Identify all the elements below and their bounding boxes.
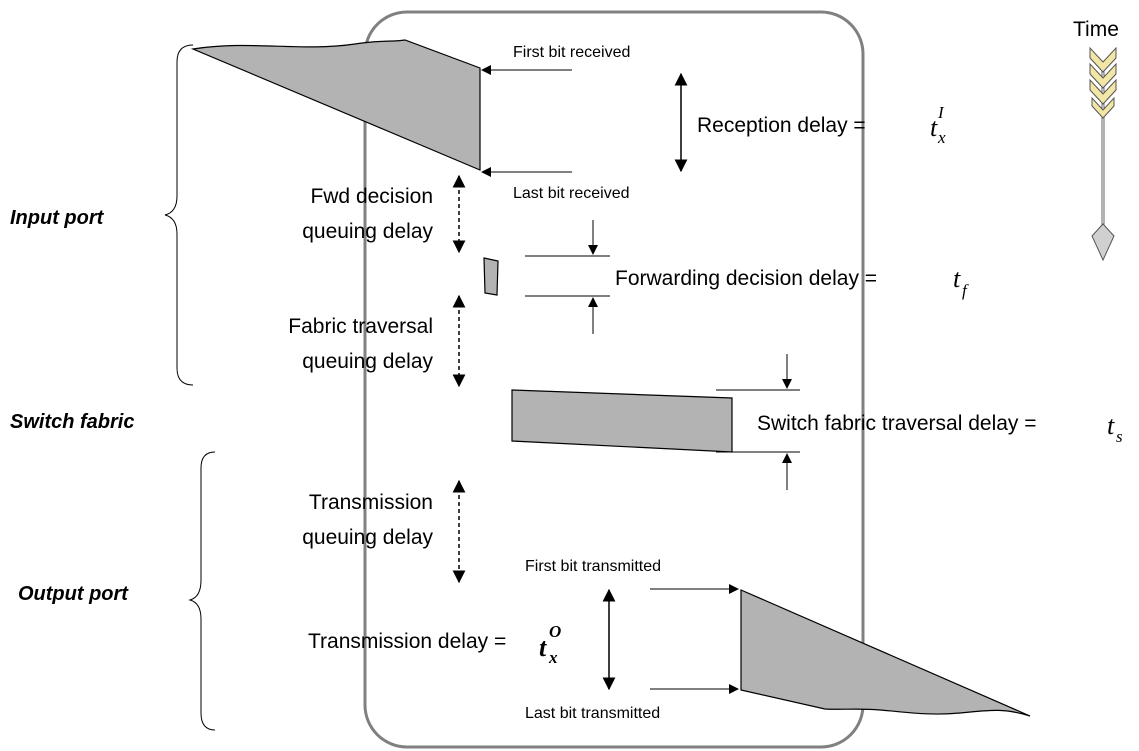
input-port-brace bbox=[164, 44, 194, 386]
switch-fabric-symbol-t: t bbox=[1107, 411, 1115, 440]
switch-fabric-traversal-block bbox=[511, 389, 733, 453]
transmission-delay-symbol-t: t bbox=[539, 633, 547, 662]
forwarding-decision-delay-label: Forwarding decision delay = bbox=[615, 267, 877, 290]
output-port-label: Output port bbox=[18, 583, 129, 605]
output-port-brace bbox=[188, 451, 216, 731]
fwd-decision-queue-label-line2: queuing delay bbox=[302, 220, 433, 243]
time-arrow-icon bbox=[1089, 46, 1117, 262]
transmitted-packet-shape bbox=[740, 589, 1031, 717]
reception-delay-label: Reception delay = bbox=[697, 114, 866, 137]
first-bit-transmitted-label: First bit transmitted bbox=[525, 558, 661, 575]
fwd-decision-queue-label-line1: Fwd decision bbox=[310, 185, 433, 208]
first-bit-received-label: First bit received bbox=[513, 44, 630, 61]
transmission-delay-superscript: O bbox=[549, 622, 561, 641]
forwarding-decision-block bbox=[483, 257, 499, 296]
transmission-delay-label: Transmission delay = bbox=[308, 630, 506, 653]
reception-delay-subscript: x bbox=[937, 128, 946, 147]
reception-delay-symbol-t: t bbox=[930, 113, 938, 142]
forwarding-decision-symbol-t: t bbox=[953, 264, 961, 293]
switch-fabric-subscript: s bbox=[1116, 427, 1123, 446]
transmission-queue-label-line1: Transmission bbox=[309, 491, 433, 514]
transmission-queue-label-line2: queuing delay bbox=[302, 526, 433, 549]
fabric-traversal-queue-label-line1: Fabric traversal bbox=[288, 315, 433, 338]
reception-delay-superscript: I bbox=[937, 103, 945, 122]
transmission-delay-subscript: x bbox=[548, 648, 558, 667]
received-packet-shape bbox=[190, 39, 481, 171]
time-label: Time bbox=[1073, 18, 1119, 41]
forwarding-decision-subscript: f bbox=[962, 281, 969, 300]
fabric-traversal-queue-label-line2: queuing delay bbox=[302, 350, 433, 373]
switch-fabric-label: Switch fabric bbox=[10, 411, 134, 433]
router-outline bbox=[363, 10, 865, 749]
input-port-label: Input port bbox=[10, 207, 105, 229]
switch-fabric-traversal-delay-label: Switch fabric traversal delay = bbox=[757, 412, 1037, 435]
last-bit-received-label: Last bit received bbox=[513, 185, 630, 202]
last-bit-transmitted-label: Last bit transmitted bbox=[525, 705, 660, 722]
